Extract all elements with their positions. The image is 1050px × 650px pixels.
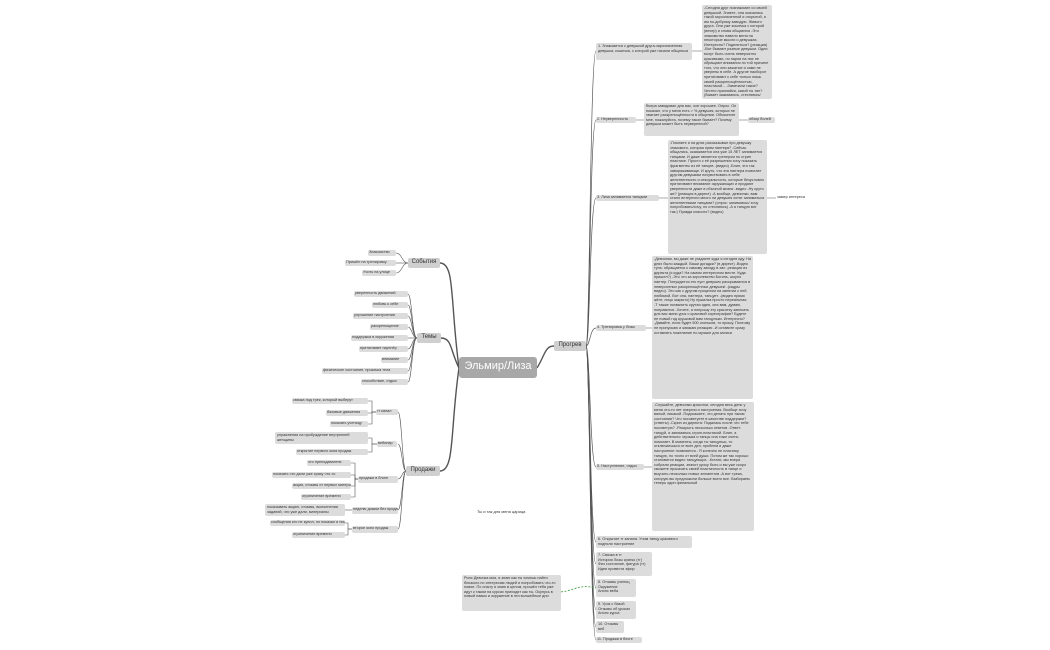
event-item[interactable]: Знакомство — [368, 250, 396, 256]
connector-line — [345, 528, 352, 536]
connector-line — [585, 197, 597, 347]
branch-sales[interactable]: Продажи — [406, 466, 440, 476]
connector-line — [351, 478, 358, 498]
connector-line — [585, 345, 597, 468]
sales-group-blog[interactable]: продажи в блоге — [358, 476, 398, 483]
connector-line — [345, 522, 352, 530]
branch-events[interactable]: События — [408, 258, 440, 268]
connector-line — [439, 262, 460, 369]
connector-line — [585, 345, 597, 641]
sales-item[interactable]: базовые движения — [326, 410, 368, 416]
connector-line — [407, 315, 418, 339]
progress-step-11[interactable]: 11. Продажи в блоге — [596, 637, 642, 643]
connector-line — [368, 411, 376, 425]
progress-step-5[interactable]: 5. Наступление, отдых — [596, 464, 644, 470]
progress-step-7[interactable]: 7. Связка в тг История Лизы кратко (тг) … — [596, 552, 652, 576]
connector-line — [439, 367, 460, 472]
connector-line — [351, 478, 358, 487]
sales-item[interactable]: показать что дали уже сразу что-то — [272, 472, 351, 478]
sales-item[interactable]: сообщения кто не купил, но показал и пиш… — [270, 520, 345, 526]
progress-text-5: -Слушайте, девчонки-красотки, сегодня ве… — [652, 402, 754, 531]
progress-step-8[interactable]: 8. Отзывы учениц Окружение Анонс вебa — [596, 579, 636, 597]
central-topic[interactable]: Эльмир/Лиза — [459, 357, 537, 378]
connector-line — [397, 411, 407, 472]
sales-item[interactable]: упражнения на пробуждение внутренней жен… — [275, 432, 368, 444]
topic-item[interactable]: физическое состояние, прокачка тела — [322, 368, 408, 374]
progress-step-6[interactable]: 6. Открытие тг канала. Учим танцу красив… — [596, 536, 692, 548]
progress-step-9[interactable]: 9. Урок с базой Отзывы об уроках Анонс к… — [596, 601, 636, 619]
connector-line — [351, 474, 358, 480]
connector-line — [397, 443, 407, 472]
sales-item[interactable]: связка под трек, который выберут — [292, 398, 368, 404]
sales-item[interactable]: показывать акцию, отзывы, выполнения зад… — [265, 504, 345, 516]
progress-step-3[interactable]: 3. Лиза занимается танцами — [596, 195, 659, 201]
sales-group-tg[interactable]: тг канал — [376, 409, 398, 415]
connector-line — [368, 400, 376, 413]
topic-item[interactable]: способствие, отдых — [361, 379, 408, 385]
topic-item[interactable]: внимание — [381, 357, 408, 363]
connector-line — [351, 462, 358, 480]
topic-item[interactable]: раскрепощение — [370, 324, 408, 330]
connector-line — [407, 304, 418, 339]
progress-text-4: -Девчонки, вы даже не угадаете куда я се… — [652, 256, 753, 399]
sales-item[interactable]: показать ученицу — [330, 421, 368, 427]
sales-group-second-window[interactable]: второе окно продаж — [352, 526, 398, 533]
progress-step-4[interactable]: 4. Тренировка у Лизы — [596, 325, 646, 331]
sales-group-push-week[interactable]: неделю дожим без продаж — [352, 507, 398, 514]
connector-line — [397, 470, 407, 480]
sales-item[interactable]: акция, отзывы от первых материалов — [292, 483, 351, 489]
progress-step-1[interactable]: 1. Знакомится с девушкой друга-зарозначе… — [596, 43, 692, 60]
topic-item[interactable]: любовь к себе — [372, 302, 408, 308]
connector-line — [440, 337, 460, 369]
progress-extra-3[interactable]: замер интереса — [777, 195, 806, 199]
connector-line — [536, 345, 555, 369]
topic-item[interactable]: уверенность движений — [354, 291, 408, 297]
connector-line — [397, 470, 407, 530]
connector-line — [368, 443, 377, 453]
branch-topics[interactable]: Темы — [417, 333, 441, 343]
connector-line — [395, 262, 409, 274]
progress-step-2[interactable]: 2. Неуверенность — [596, 117, 636, 123]
branch-progress[interactable]: Прогрев — [554, 341, 586, 351]
sales-item[interactable]: ограничение времени — [292, 532, 345, 538]
topic-item[interactable]: улучшение настроения — [353, 313, 408, 319]
progress-text-3: -Помните я на днях рассказывал про девуш… — [668, 140, 767, 254]
progress-extra-2[interactable]: обзор болей — [748, 117, 775, 123]
connector-line — [407, 293, 418, 339]
sales-group-webinar[interactable]: вебинар — [377, 441, 397, 447]
reels-script-note[interactable]: Рилс Девочка моя, я знаю как ты хочешь н… — [462, 575, 561, 611]
connector-line — [395, 252, 409, 264]
floating-note[interactable]: Ты и так для меня царица — [477, 510, 526, 514]
progress-step-10[interactable]: 10. Отзывы веб — [596, 621, 624, 633]
event-item[interactable]: Пришёл на тренировку — [345, 260, 396, 266]
progress-text-2: Вчера завидовал для вас, ооп хорошее. Оп… — [644, 103, 739, 136]
connector-line — [560, 586, 597, 593]
event-item[interactable]: Учить на улице — [362, 270, 396, 276]
connector-line — [585, 327, 597, 347]
topic-item[interactable]: притягивает партнёр — [359, 346, 408, 352]
sales-item[interactable]: ограничение времени — [301, 494, 351, 500]
sales-item[interactable]: открытие первого окна продаж — [296, 449, 368, 455]
connector-line — [368, 437, 377, 445]
connector-line — [407, 326, 418, 339]
progress-text-1: -Сегодня друг познакомил со своей девушк… — [702, 5, 772, 99]
topic-item[interactable]: поддержка в окружении — [351, 335, 408, 341]
connector-line — [407, 337, 418, 383]
sales-item[interactable]: что преподавателя — [307, 460, 351, 466]
